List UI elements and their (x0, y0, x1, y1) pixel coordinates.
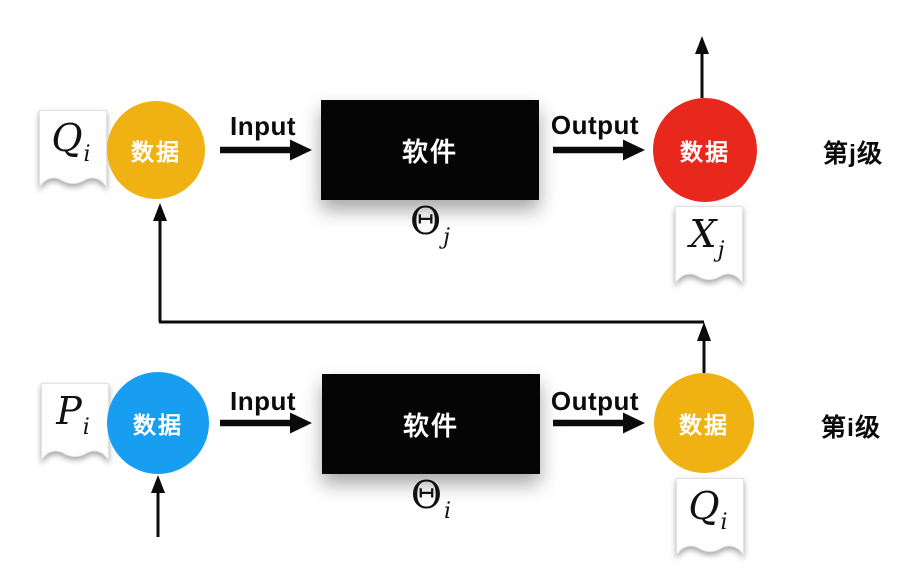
software-box-i: 软件 (322, 374, 540, 474)
tag-symbol: Q (688, 484, 720, 528)
paper-ribbon-shape (675, 206, 743, 285)
output-arrowhead-j (623, 139, 645, 161)
input-tag-paper-j: Qi (39, 110, 107, 196)
tier-label-j: 第j级 (823, 140, 883, 168)
data-node-label: 数据 (131, 139, 181, 165)
data-node-label: 数据 (133, 412, 183, 438)
tag-symbol: P (56, 389, 82, 433)
output-arrow-label-i: Output (550, 386, 640, 416)
output-tag-label-j: Xj (675, 212, 739, 263)
paper-ribbon-shape (41, 383, 109, 462)
software-box-j: 软件 (321, 100, 539, 200)
feedback-arrowhead-mid (697, 322, 711, 341)
bottom-entry-arrowhead (151, 475, 165, 493)
software-box-label: 软件 (401, 136, 458, 167)
param-symbol: Θ (410, 473, 443, 517)
data-node-label: 数据 (679, 412, 729, 438)
data-node-label: 数据 (680, 139, 730, 165)
input-arrow-label-i: Input (229, 386, 297, 416)
tier-label-i: 第i级 (821, 414, 881, 442)
input-tag-label-j: Qi (39, 116, 103, 167)
paper-ribbon-shape (39, 110, 107, 189)
tag-subscript: i (720, 510, 728, 535)
feedback-arrowhead-top (153, 203, 167, 221)
param-label-i: Θi (322, 476, 540, 524)
output-tag-paper-i: Qi (676, 478, 744, 564)
data-node-input-i: 数据 (107, 372, 209, 474)
software-box-label: 软件 (402, 410, 459, 441)
param-symbol: Θ (410, 199, 442, 243)
input-arrowhead-j (290, 139, 312, 161)
input-arrowhead-i (290, 412, 312, 434)
param-subscript: j (443, 225, 450, 250)
up-arrowhead-j (695, 36, 709, 54)
paper-ribbon-shape (676, 478, 744, 557)
input-tag-label-i: Pi (41, 389, 105, 440)
output-tag-label-i: Qi (676, 484, 740, 535)
data-node-input-j: 数据 (107, 101, 205, 199)
output-arrow-label-j: Output (550, 110, 640, 140)
data-node-output-j: 数据 (653, 98, 757, 202)
input-arrow-label-j: Input (229, 111, 297, 141)
tag-symbol: X (689, 212, 717, 256)
tag-symbol: Q (51, 116, 83, 160)
tag-subscript: j (717, 238, 725, 263)
param-subscript: i (444, 499, 452, 524)
tag-subscript: i (83, 142, 91, 167)
data-node-output-i: 数据 (654, 373, 754, 473)
output-tag-paper-j: Xj (675, 206, 743, 292)
tag-subscript: i (82, 415, 90, 440)
output-arrowhead-i (623, 412, 645, 434)
input-tag-paper-i: Pi (41, 383, 109, 469)
param-label-j: Θj (321, 202, 539, 250)
